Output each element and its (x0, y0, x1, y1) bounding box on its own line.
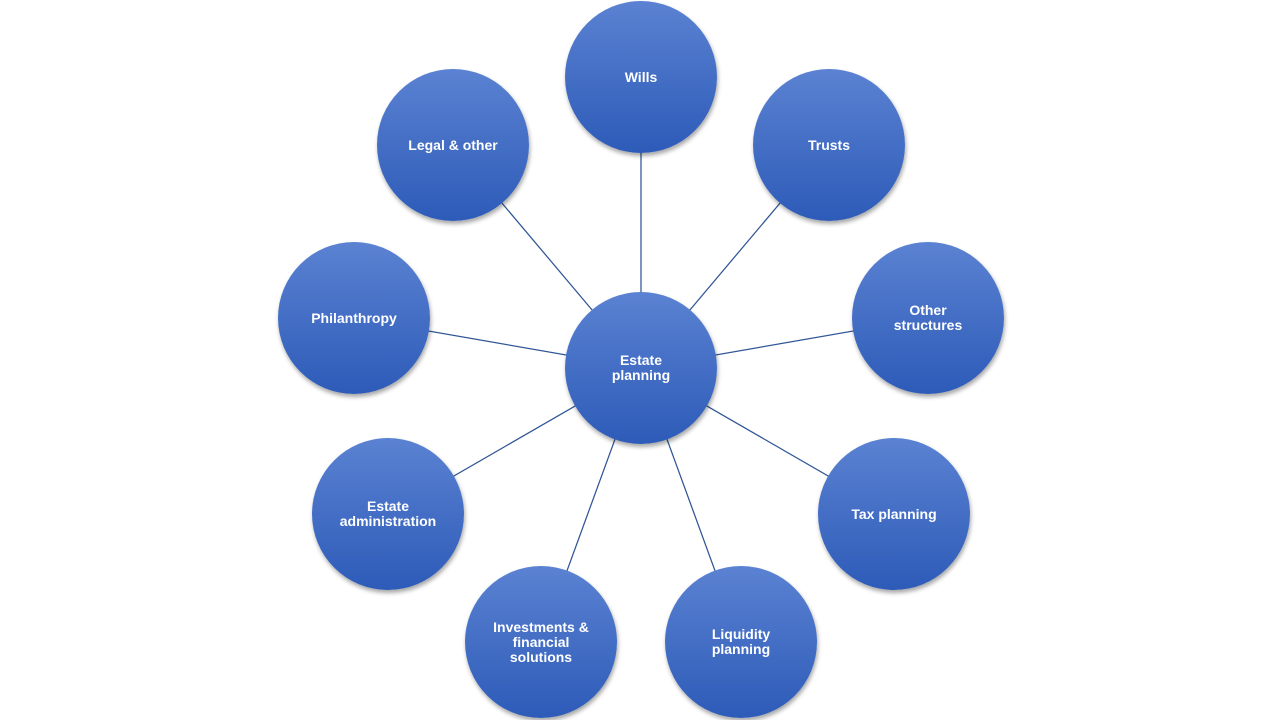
node-tax-planning: Tax planning (818, 438, 970, 590)
node-label: Wills (624, 68, 658, 85)
hub-label: Estate planning (611, 352, 671, 383)
node-philanthropy: Philanthropy (278, 242, 430, 394)
node-label: Legal & other (408, 136, 498, 153)
node-label: Other structures (893, 302, 963, 333)
node-wills: Wills (565, 1, 717, 153)
node-liquidity-planning: Liquidity planning (665, 566, 817, 718)
node-label: Investments & financial solutions (493, 618, 589, 665)
node-label: Philanthropy (311, 309, 397, 326)
node-label: Estate administration (339, 498, 437, 529)
node-trusts: Trusts (753, 69, 905, 221)
node-label: Trusts (807, 136, 850, 153)
node-label: Tax planning (851, 505, 937, 522)
node-label: Liquidity planning (711, 626, 771, 657)
hub-node-estate-planning: Estate planning (565, 292, 717, 444)
node-estate-administration: Estate administration (312, 438, 464, 590)
node-other-structures: Other structures (852, 242, 1004, 394)
node-legal-other: Legal & other (377, 69, 529, 221)
node-investments-financial-solutions: Investments & financial solutions (465, 566, 617, 718)
